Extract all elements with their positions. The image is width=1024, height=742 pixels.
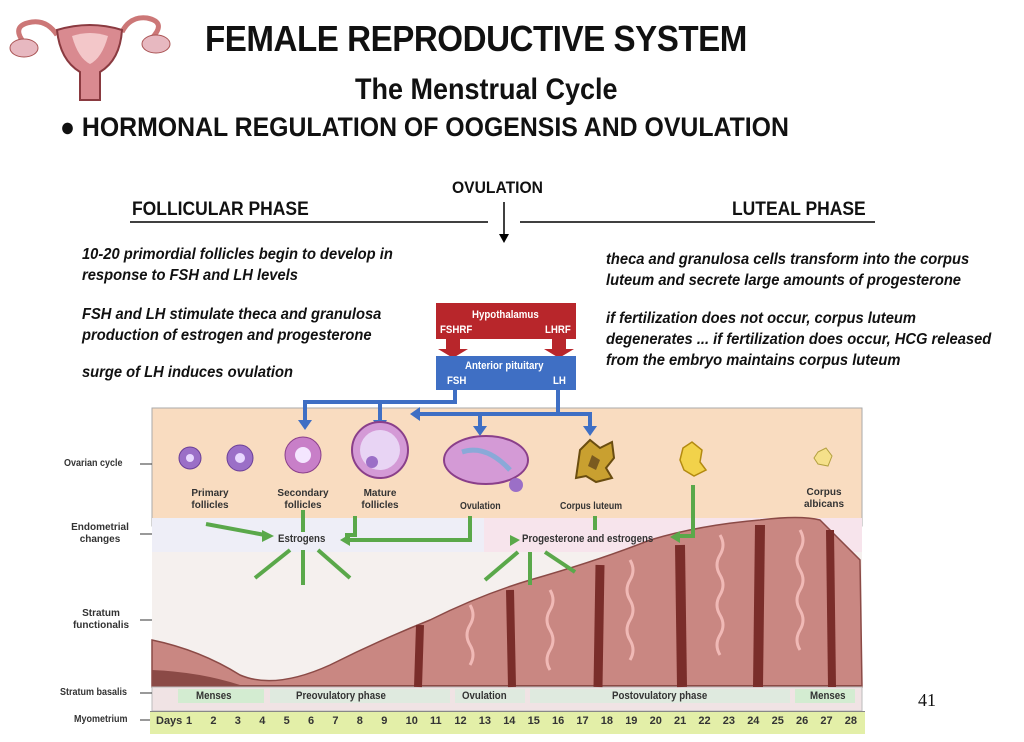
note-left-3: surge of LH induces ovulation [82, 364, 294, 381]
day-13: 13 [478, 715, 492, 727]
phase-menses-end: Menses [810, 690, 846, 702]
day-7: 7 [332, 715, 339, 727]
label-ovulation: Ovulation [460, 501, 501, 512]
day-1: 1 [186, 715, 193, 727]
lhrf-label: LHRF [545, 324, 571, 336]
day-25: 25 [771, 715, 784, 727]
follicular-phase-heading: FOLLICULAR PHASE [132, 199, 309, 220]
day-4: 4 [259, 715, 266, 727]
phase-preovulatory: Preovulatory phase [296, 690, 386, 702]
label-primary-follicles: Primary follicles [191, 488, 229, 511]
uterus-icon [9, 15, 171, 101]
note-left-1: 10-20 primordial follicles begin to deve… [82, 246, 393, 284]
day-22: 22 [698, 715, 711, 727]
note-right-1: theca and granulosa cells transform into… [606, 251, 970, 289]
day-27: 27 [820, 715, 833, 727]
lh-label: LH [553, 375, 566, 387]
hypothalamus-label: Hypothalamus [472, 309, 539, 321]
day-8: 8 [356, 715, 363, 727]
day-28: 28 [844, 715, 858, 727]
row-label-ovarian-cycle: Ovarian cycle [64, 458, 123, 469]
luteal-phase-heading: LUTEAL PHASE [732, 199, 866, 220]
day-18: 18 [600, 715, 614, 727]
page-number: 41 [918, 690, 936, 710]
day-19: 19 [625, 715, 638, 727]
day-15: 15 [527, 715, 540, 727]
day-17: 17 [576, 715, 589, 727]
row-label-myometrium: Myometrium [74, 714, 128, 725]
row-label-stratum-functionalis: Stratum functionalis [72, 608, 130, 631]
day-26: 26 [796, 715, 809, 727]
phase-postovulatory: Postovulatory phase [612, 690, 708, 702]
label-progesterone-estrogens: Progesterone and estrogens [522, 533, 654, 545]
day-11: 11 [430, 715, 442, 727]
day-20: 20 [649, 715, 662, 727]
row-label-endometrial-changes: Endometrial changes [71, 522, 129, 545]
page-title: FEMALE REPRODUCTIVE SYSTEM [205, 18, 747, 59]
day-24: 24 [747, 715, 760, 727]
day-3: 3 [234, 715, 241, 727]
label-mature-follicles: Mature follicles [361, 488, 399, 511]
day-14: 14 [503, 715, 516, 727]
row-label-stratum-basalis: Stratum basalis [60, 687, 128, 698]
day-6: 6 [308, 715, 315, 727]
phase-divider-lines [130, 202, 875, 243]
label-corpus-luteum: Corpus luteum [560, 501, 623, 512]
phase-ovulation: Ovulation [462, 690, 507, 702]
day-12: 12 [454, 715, 467, 727]
anterior-pituitary-label: Anterior pituitary [465, 360, 544, 372]
fshrf-label: FSHRF [440, 324, 473, 336]
label-secondary-follicles: Secondary follicles [277, 488, 329, 511]
label-corpus-albicans: Corpus albicans [803, 487, 845, 510]
day-2: 2 [210, 715, 217, 727]
day-5: 5 [283, 715, 290, 727]
day-16: 16 [552, 715, 565, 727]
day-9: 9 [381, 715, 388, 727]
note-left-2: FSH and LH stimulate theca and granulosa… [82, 306, 382, 344]
ovulation-heading: OVULATION [452, 178, 543, 197]
day-23: 23 [722, 715, 736, 727]
fsh-label: FSH [447, 375, 467, 387]
section-heading-text: HORMONAL REGULATION OF OOGENSIS AND OVUL… [81, 112, 789, 142]
section-heading: ● HORMONAL REGULATION OF OOGENSIS AND OV… [60, 112, 789, 143]
bullet-icon: ● [60, 112, 76, 142]
day-10: 10 [405, 715, 418, 727]
note-right-2: if fertilization does not occur, corpus … [606, 310, 992, 369]
page-subtitle: The Menstrual Cycle [355, 73, 618, 106]
label-estrogens: Estrogens [278, 533, 326, 545]
days-label: Days [156, 715, 183, 727]
day-21: 21 [674, 715, 687, 727]
phase-menses-start: Menses [196, 690, 232, 702]
